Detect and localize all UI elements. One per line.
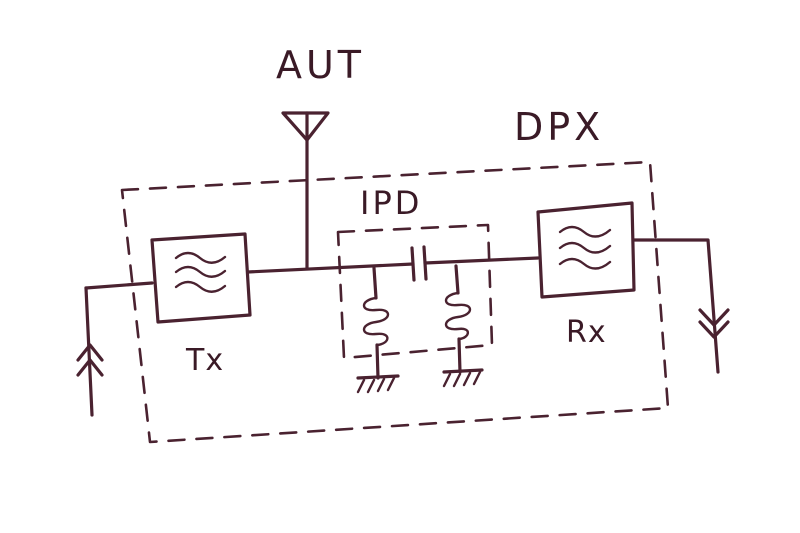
arrow-down-icon: [698, 308, 730, 339]
tx-label: Tx: [185, 343, 224, 378]
inductor-icon: [362, 266, 390, 380]
duplexer-boundary: [120, 160, 670, 444]
ipd-label: IPD: [360, 184, 422, 222]
tx-filter: [150, 232, 252, 324]
bandpass-filter-icon: [558, 225, 612, 270]
ground-icon: [442, 368, 484, 388]
rx-filter: [536, 201, 636, 299]
rx-label: Rx: [566, 315, 607, 350]
ground-icon: [356, 374, 400, 394]
antenna-label: AUT: [276, 43, 365, 87]
antenna-icon: [281, 111, 330, 270]
inductor-icon: [444, 264, 472, 374]
arrow-up-icon: [76, 343, 104, 377]
signal-path: [84, 238, 720, 417]
capacitor-icon: [410, 245, 428, 282]
duplexer-label: DPX: [514, 105, 604, 149]
bandpass-filter-icon: [174, 251, 227, 293]
ipd-boundary: [336, 223, 494, 360]
